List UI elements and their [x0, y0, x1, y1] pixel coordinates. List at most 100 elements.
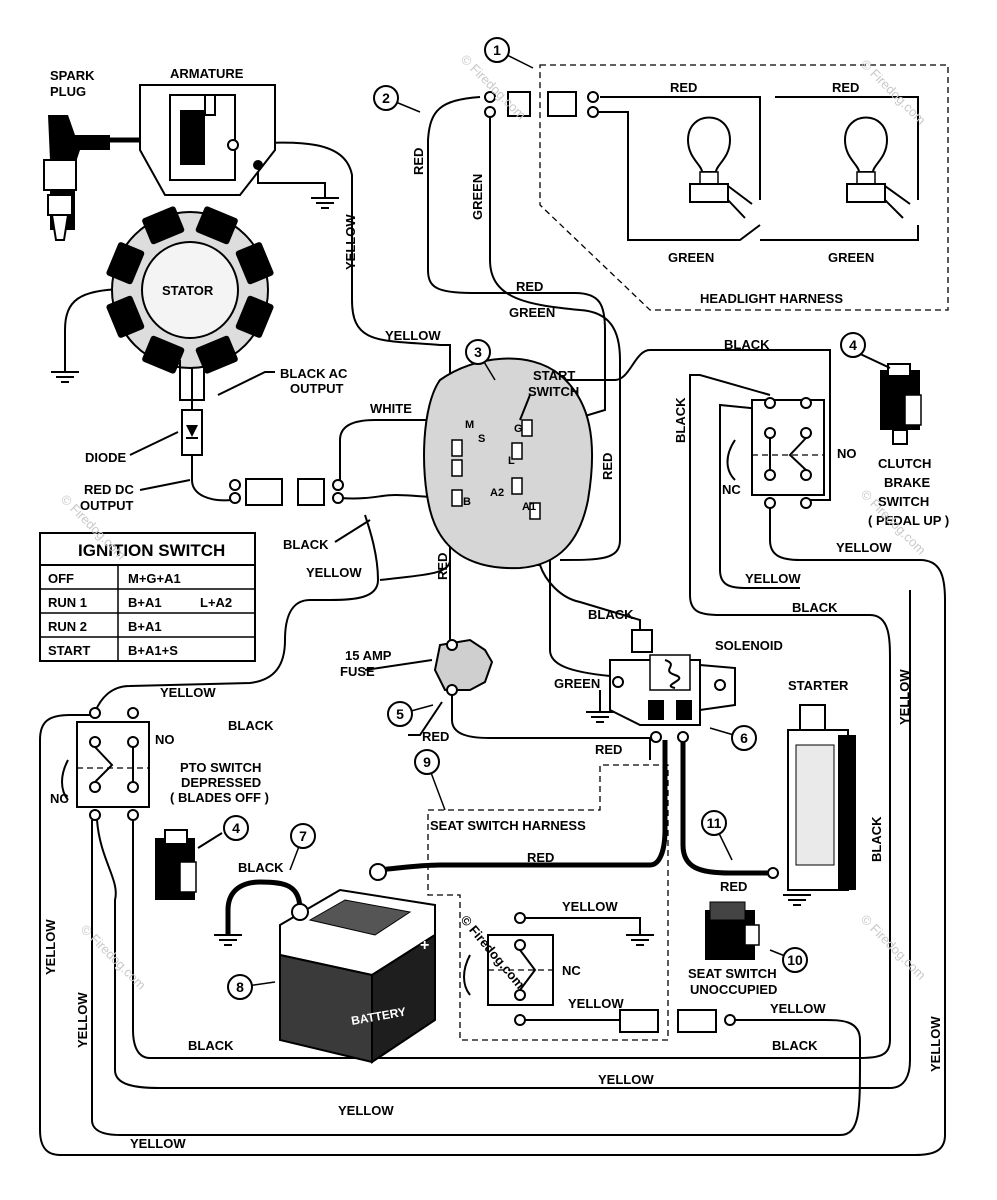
callout-11: 11: [701, 810, 733, 861]
wire-label: YELLOW: [598, 1072, 654, 1087]
wire-label: YELLOW: [160, 685, 216, 700]
ignition-terminal-blade: [521, 419, 533, 437]
ground-symbol: [51, 371, 79, 383]
spark-plug-label-l2: PLUG: [50, 84, 86, 99]
spark-plug-label: SPARK PLUG: [50, 68, 98, 99]
starter-label: STARTER: [788, 678, 849, 693]
pto-switch-label: PTO SWITCH DEPRESSED ( BLADES OFF ): [170, 760, 269, 805]
wire-label: RED: [600, 453, 615, 480]
headlight-bulb-left: [686, 116, 753, 219]
stator-coil: [235, 242, 274, 285]
callout-10: 10: [769, 947, 808, 973]
seat-switch-l1: SEAT SWITCH: [688, 966, 777, 981]
clutch-brake-switch-part: [855, 351, 922, 445]
ground-symbol: [783, 894, 811, 906]
ignition-table-mode: RUN 2: [48, 619, 87, 634]
ground-symbol: [311, 197, 339, 209]
armature-label: ARMATURE: [170, 66, 244, 81]
wire-label: BLACK: [673, 397, 688, 443]
wire-label: BLACK: [188, 1038, 234, 1053]
callout-7: 7: [289, 823, 316, 871]
red-dc-output-label: RED DC OUTPUT: [80, 482, 137, 513]
stator-coil: [235, 295, 274, 338]
wire-label: BLACK: [238, 860, 284, 875]
callout-5: 5: [387, 701, 434, 727]
pto-no-label: NO: [155, 732, 175, 747]
wire-label: GREEN: [554, 676, 600, 691]
clutch-nc-label: NC: [722, 482, 741, 497]
svg-text:10: 10: [787, 952, 803, 968]
seat-nc-label: NC: [562, 963, 581, 978]
ignition-terminal-label: L: [508, 455, 515, 467]
ignition-table-combo: B+A1: [128, 619, 162, 634]
stator-coil: [195, 335, 238, 374]
ignition-terminal-label: M: [465, 419, 474, 431]
start-switch-arrow: [519, 394, 531, 421]
svg-text:5: 5: [396, 706, 404, 722]
clutch-brake-l1: CLUTCH: [878, 456, 931, 471]
solenoid-label: SOLENOID: [715, 638, 783, 653]
ignition-terminal-label: S: [478, 433, 485, 445]
wire-label: YELLOW: [306, 565, 362, 580]
ignition-table-title: IGNITION SWITCH: [78, 541, 225, 560]
callout-8: 8: [227, 974, 276, 1000]
dc-connector: [229, 478, 344, 506]
svg-text:2: 2: [382, 90, 390, 106]
ignition-table-combo: M+G+A1: [128, 571, 181, 586]
black-ac-output-l1: BLACK AC: [280, 366, 348, 381]
black-ac-output-l2: OUTPUT: [290, 381, 344, 396]
wire-label: YELLOW: [897, 669, 912, 725]
wire-label: BLACK: [283, 537, 329, 552]
fuse-label-l1: 15 AMP: [345, 648, 392, 663]
ignition-terminal-blade: [451, 489, 463, 507]
wire-label: RED: [720, 879, 747, 894]
ignition-table-mode: START: [48, 643, 90, 658]
svg-text:1: 1: [493, 42, 501, 58]
wire-label: BLACK: [869, 816, 884, 862]
wire-label: YELLOW: [343, 214, 358, 270]
wire-label: YELLOW: [836, 540, 892, 555]
ignition-table-combo-2: L+A2: [200, 595, 232, 610]
callout-1: 1: [484, 37, 534, 69]
wire-label: GREEN: [470, 174, 485, 220]
starter: [767, 704, 856, 891]
svg-text:4: 4: [849, 337, 857, 353]
wire-label: YELLOW: [770, 1001, 826, 1016]
callout-9: 9: [414, 749, 446, 811]
ignition-terminal-blade: [451, 459, 463, 477]
ignition-terminal-blade: [451, 439, 463, 457]
wire-label: BLACK: [792, 600, 838, 615]
ignition-terminal-blade: [511, 442, 523, 460]
start-switch-label: START SWITCH: [528, 368, 579, 399]
headlight-connector: [484, 91, 599, 118]
ground-symbol: [214, 934, 242, 946]
svg-text:6: 6: [740, 730, 748, 746]
wire-label: RED: [595, 742, 622, 757]
callout-6: 6: [709, 725, 757, 751]
wire-label: WHITE: [370, 401, 412, 416]
svg-text:3: 3: [474, 344, 482, 360]
seat-switch-label: SEAT SWITCH UNOCCUPIED: [688, 966, 780, 997]
start-switch-l2: SWITCH: [528, 384, 579, 399]
headlight-harness-label: HEADLIGHT HARNESS: [700, 291, 843, 306]
pto-l2: DEPRESSED: [181, 775, 261, 790]
red-dc-output-l2: OUTPUT: [80, 498, 134, 513]
seat-switch-harness: [427, 764, 736, 1041]
wire-label: RED: [435, 553, 450, 580]
callout-2: 2: [373, 85, 421, 113]
wire-label: RED: [422, 729, 449, 744]
wire-label: GREEN: [828, 250, 874, 265]
fuse-label-l2: FUSE: [340, 664, 375, 679]
clutch-brake-l2: BRAKE: [884, 475, 931, 490]
wire-label: YELLOW: [338, 1103, 394, 1118]
ignition-table-combo: B+A1: [128, 595, 162, 610]
seat-switch-l2: UNOCCUPIED: [690, 982, 777, 997]
stator-coil: [142, 206, 185, 245]
headlight-bulb-right: [843, 116, 911, 219]
pto-l1: PTO SWITCH: [180, 760, 261, 775]
stator: [106, 206, 274, 401]
pto-switch: [61, 707, 150, 821]
solenoid: [609, 629, 736, 743]
